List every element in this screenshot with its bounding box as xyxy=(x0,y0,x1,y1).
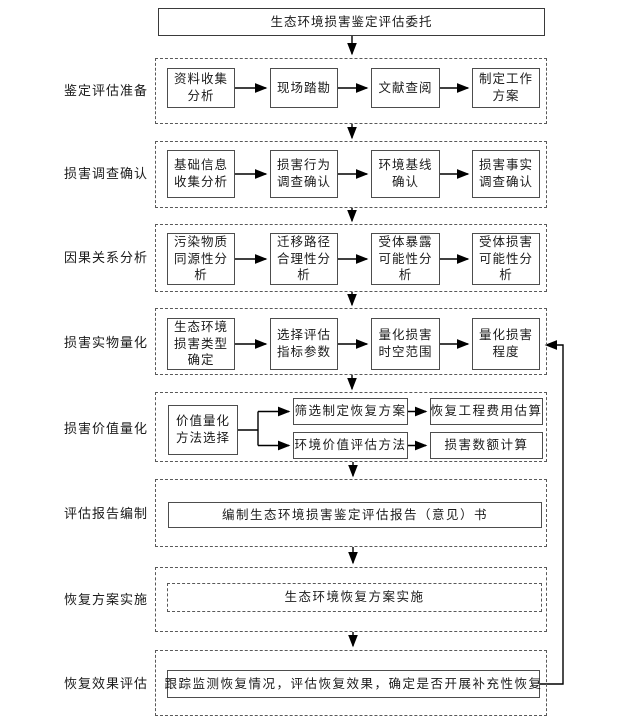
flow-node-s2-b3: 环境基线确认 xyxy=(371,150,440,198)
stage-container-8 xyxy=(155,650,547,716)
flow-node-s4-b4: 量化损害程度 xyxy=(472,318,540,370)
flow-node-s2-b2: 损害行为调查确认 xyxy=(270,150,338,198)
flow-node-s3-b3: 受体暴露可能性分析 xyxy=(371,233,440,285)
flow-node-s2-b1: 基础信息收集分析 xyxy=(167,150,235,198)
flow-node-s1-b2: 现场踏勘 xyxy=(270,68,338,108)
flow-node-s5-project-cost: 恢复工程费用估算 xyxy=(430,398,543,425)
stage-label-value-quant: 损害价值量化 xyxy=(63,421,148,436)
stage-label-physical-quant: 损害实物量化 xyxy=(63,335,148,350)
flow-node-s1-b3: 文献查阅 xyxy=(371,68,440,108)
stage-container-3 xyxy=(155,224,547,292)
flow-node-s3-b1: 污染物质同源性分析 xyxy=(167,233,235,285)
flow-node-s4-b1: 生态环境损害类型确定 xyxy=(167,318,235,370)
flow-node-s5-env-value-method: 环境价值评估方法 xyxy=(293,432,408,459)
stage-label-restoration: 恢复方案实施 xyxy=(63,592,148,607)
stage-label-effect-eval: 恢复效果评估 xyxy=(63,676,148,691)
flow-node-s1-b1: 资料收集分析 xyxy=(167,68,235,108)
flow-node-tracking-monitoring: 跟踪监测恢复情况，评估恢复效果，确定是否开展补充性恢复 xyxy=(165,670,541,698)
flow-node-commission: 生态环境损害鉴定评估委托 xyxy=(158,8,545,36)
flow-node-s5-method-select: 价值量化方法选择 xyxy=(168,405,238,455)
flow-node-restoration-implementation: 生态环境恢复方案实施 xyxy=(167,583,542,612)
stage-label-preparation: 鉴定评估准备 xyxy=(63,83,148,98)
flow-node-s3-b4: 受体损害可能性分析 xyxy=(472,233,540,285)
flow-node-s3-b2: 迁移路径合理性分析 xyxy=(270,233,338,285)
stage-label-causality: 因果关系分析 xyxy=(63,250,148,265)
flow-node-s4-b3: 量化损害时空范围 xyxy=(371,318,440,370)
stage-container-6 xyxy=(155,479,547,547)
stage-container-1 xyxy=(155,58,547,124)
flow-node-report-compilation: 编制生态环境损害鉴定评估报告（意见）书 xyxy=(168,502,542,528)
flow-node-s5-damage-amount: 损害数额计算 xyxy=(430,432,543,459)
stage-container-4 xyxy=(155,308,547,375)
flow-node-s4-b2: 选择评估指标参数 xyxy=(270,318,338,370)
flow-node-s1-b4: 制定工作方案 xyxy=(472,68,540,108)
flow-node-s5-restoration-plan: 筛选制定恢复方案 xyxy=(293,398,408,425)
stage-label-report: 评估报告编制 xyxy=(63,506,148,521)
flow-node-s2-b4: 损害事实调查确认 xyxy=(472,150,540,198)
stage-container-2 xyxy=(155,141,547,208)
stage-container-7 xyxy=(155,567,547,632)
stage-label-investigation: 损害调查确认 xyxy=(63,166,148,181)
stage-container-5 xyxy=(155,392,547,462)
